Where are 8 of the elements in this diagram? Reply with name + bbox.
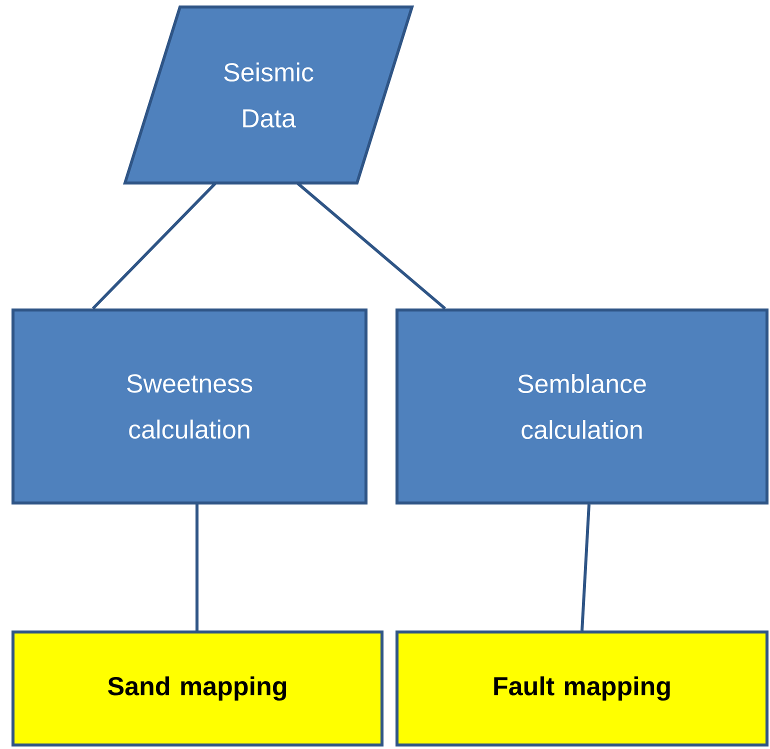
result-box: Fault mapping (396, 630, 769, 746)
result-box: Sand mapping (12, 630, 384, 746)
connector-line (296, 182, 446, 310)
connector-line (196, 504, 198, 630)
process-box: Semblance calculation (396, 308, 769, 504)
connector-line (92, 182, 217, 310)
process-box: Sweetness calculation (12, 308, 368, 504)
connector-line (580, 504, 590, 631)
